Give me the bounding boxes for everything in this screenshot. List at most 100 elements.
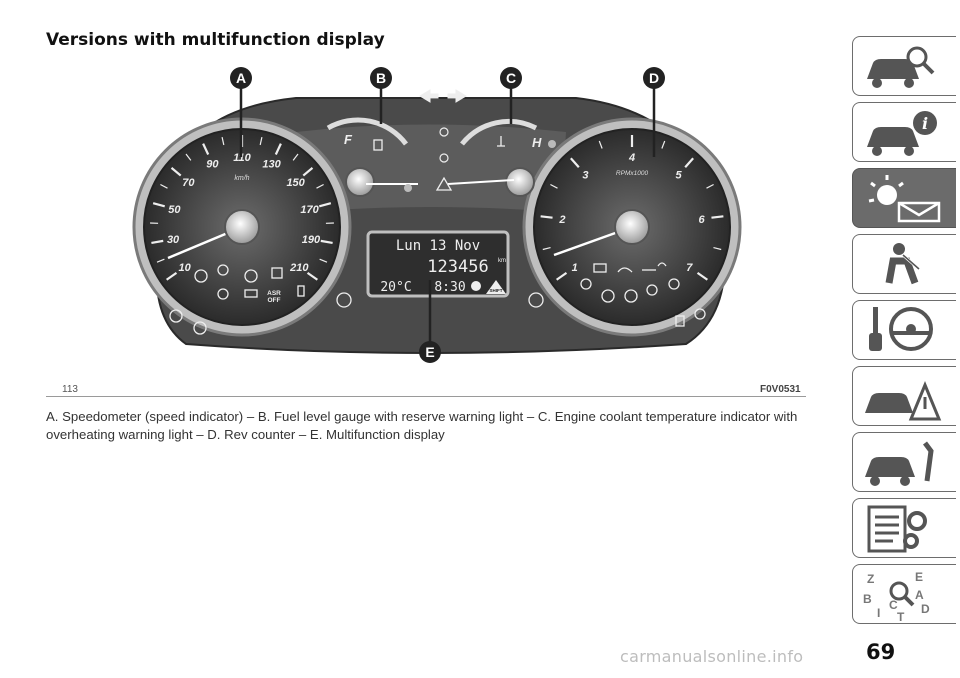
coolant-icon [497, 136, 505, 147]
speed-unit: km/h [234, 175, 249, 182]
rev-tick [556, 271, 568, 281]
display-odometer: 123456 [427, 257, 488, 277]
temp-needle [447, 179, 515, 185]
svg-text:C: C [889, 598, 898, 612]
rev-tick [711, 215, 724, 219]
rev-tick [598, 140, 603, 149]
speed-label: 170 [300, 204, 319, 216]
speed-tick [302, 167, 314, 177]
rev-label: 6 [698, 214, 705, 226]
bottom-icons [169, 292, 706, 335]
temp-hot-label: H [532, 135, 542, 150]
watermark: carmanualsonline.info [620, 647, 804, 666]
speed-tick [306, 271, 318, 281]
list-gear-icon [867, 505, 927, 553]
speed-label: 190 [302, 234, 321, 246]
headlight-icon [439, 153, 449, 163]
callout-e-marker [419, 341, 441, 363]
tab-maintenance[interactable] [852, 432, 956, 492]
section-title: Versions with multifunction display [46, 30, 385, 50]
svg-text:B: B [863, 592, 872, 606]
figure-rule [46, 396, 806, 397]
rev-label: 2 [558, 214, 565, 226]
speed-label: 150 [286, 177, 305, 189]
fuel-full-label: F [344, 132, 353, 147]
callout-lines [239, 88, 656, 342]
figure-caption: A. Speedometer (speed indicator) – B. Fu… [46, 409, 798, 442]
rev-warning-icons [580, 262, 680, 303]
car-search-icon [867, 46, 935, 88]
speed-tick [166, 271, 178, 281]
temperature-gauge: H [447, 119, 556, 197]
rev-hub [614, 209, 650, 245]
speed-label: 10 [179, 262, 192, 274]
car-wrench-icon [865, 441, 934, 486]
speed-tick [170, 167, 182, 177]
speed-label: 70 [182, 177, 195, 189]
callout-b-marker [370, 67, 392, 89]
tab-technical-data[interactable] [852, 498, 956, 558]
rev-tick [540, 215, 553, 219]
asr-off-label: ASR [267, 290, 281, 297]
display-shift-label: SHIFT [490, 288, 503, 293]
rev-tick [542, 246, 551, 251]
left-arrow-icon [419, 89, 439, 103]
rev-tick [713, 246, 722, 251]
rev-label: 1 [572, 262, 578, 274]
speed-tick [319, 258, 328, 263]
callout-a-marker [230, 67, 252, 89]
tab-warning-lights[interactable] [852, 168, 956, 228]
svg-text:T: T [897, 610, 905, 621]
display-temperature: 20°C [380, 280, 411, 295]
svg-text:I: I [877, 606, 880, 620]
fuel-pump-icon [373, 139, 383, 151]
svg-text:Z: Z [867, 572, 874, 586]
rev-tick [550, 183, 558, 189]
speed-tick [185, 153, 192, 161]
tab-emergency[interactable] [852, 366, 956, 426]
speed-tick [160, 183, 168, 189]
speed-label: 110 [233, 152, 251, 164]
car-warning-triangle-icon [865, 381, 942, 421]
callout-d-marker [643, 67, 665, 89]
callout-e-label: E [425, 344, 434, 360]
multifunction-display: Lun 13 Nov 123456 km 20°C 8:30 SHIFT [366, 230, 510, 298]
speed-hub [224, 209, 260, 245]
warning-light-envelope-icon [868, 175, 941, 223]
page-number: 69 [866, 640, 896, 664]
speed-tick [274, 143, 282, 155]
rev-label: 3 [582, 170, 588, 182]
speed-tick [151, 239, 164, 245]
rev-unit: RPMx1000 [616, 170, 649, 177]
tab-safety[interactable] [852, 234, 956, 294]
tab-car-info[interactable]: i [852, 102, 956, 162]
callout-c-marker [500, 67, 522, 89]
speed-label: 210 [289, 262, 309, 274]
sidelight-icon [439, 127, 449, 137]
steering-key-icon [869, 307, 933, 351]
rev-counter-ticks [540, 135, 724, 281]
speed-label: 50 [168, 204, 181, 216]
callout-b-label: B [376, 70, 386, 86]
rev-tick [684, 157, 694, 168]
speed-label: 90 [206, 159, 219, 171]
speed-tick [292, 153, 299, 161]
figure-number: 113 [62, 384, 78, 395]
speed-tick [221, 137, 225, 146]
tab-car-search[interactable] [852, 36, 956, 96]
center-indicators [419, 89, 467, 191]
rev-tick [706, 183, 714, 189]
display-odometer-unit: km [498, 258, 506, 264]
right-arrow-icon [447, 89, 467, 103]
callout-c-label: C [506, 70, 516, 86]
speed-label: 130 [262, 159, 281, 171]
display-service-icon [471, 281, 481, 291]
tab-starting-driving[interactable] [852, 300, 956, 360]
asr-off-label-2: OFF [268, 297, 281, 304]
callout-a-label: A [236, 70, 246, 86]
rev-tick [570, 157, 580, 168]
